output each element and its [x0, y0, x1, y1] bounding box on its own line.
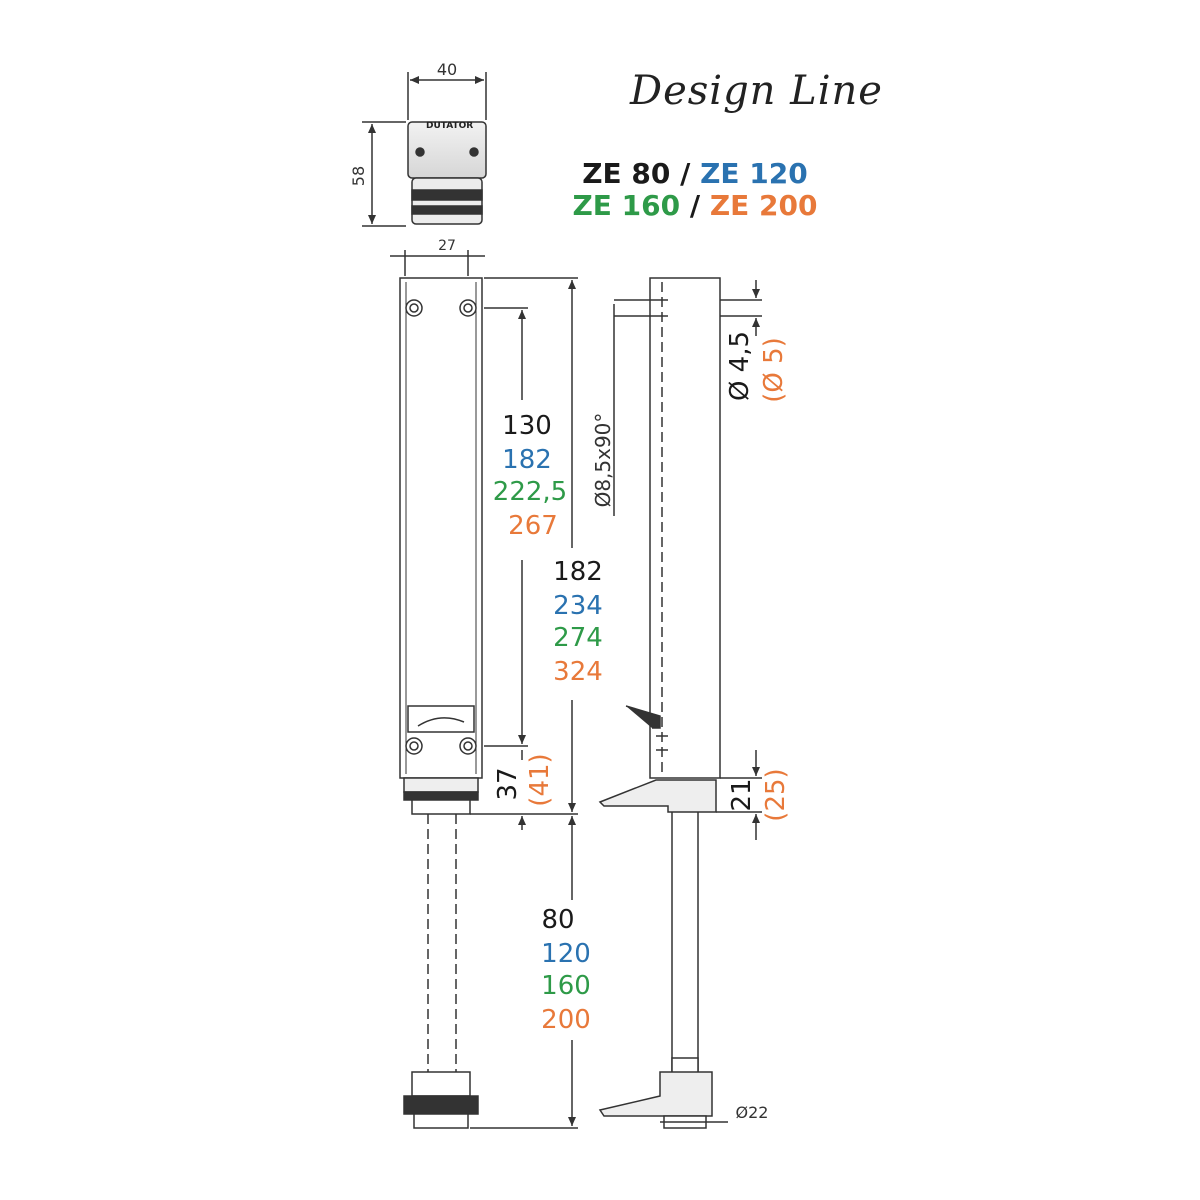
side-body: [649, 277, 721, 779]
travel-ze120: 120: [541, 939, 591, 969]
model-line-1: ZE 80 / ZE 120: [570, 158, 820, 190]
hole-spacing-ze80: 130: [502, 411, 552, 441]
hole-spacing-values: 130 182 222,5 267: [493, 411, 567, 541]
brand-logo: DUTATOR: [426, 121, 473, 131]
model-separator: /: [670, 157, 701, 190]
hole-spacing-ze120: 182: [502, 445, 552, 475]
model-ze200: ZE 200: [709, 189, 818, 222]
body-length-ze80: 182: [553, 557, 603, 587]
head-screw: [415, 147, 425, 157]
top-view: [362, 72, 487, 227]
model-list: ZE 80 / ZE 120 ZE 160 / ZE 200: [570, 158, 820, 222]
dim-top-height: 58: [349, 166, 368, 186]
hole-spacing-ze160: 222,5: [493, 477, 567, 507]
travel-ze80: 80: [541, 905, 574, 935]
mount-hole: [459, 299, 477, 317]
design-line-title: Design Line: [630, 68, 883, 114]
body-length-ze160: 274: [553, 623, 603, 653]
dim-foot-height-alt: (25): [761, 768, 791, 821]
dim-hole-dia: Ø 4,5: [725, 331, 755, 401]
dim-hole-dia-alt: (Ø 5): [759, 337, 789, 403]
model-ze80: ZE 80: [582, 157, 671, 190]
dim-rod-dia: Ø22: [736, 1103, 769, 1122]
side-view: [598, 277, 762, 1129]
mount-hole-inner: [463, 303, 473, 313]
head-screw: [469, 147, 479, 157]
dim-top-width: 40: [437, 60, 457, 79]
front-view: [390, 250, 578, 1129]
model-ze160: ZE 160: [572, 189, 681, 222]
side-lever: [625, 705, 661, 729]
head-stripe: [411, 205, 483, 215]
body-length-ze120: 234: [553, 591, 603, 621]
travel-ze200: 200: [541, 1005, 591, 1035]
foot-grip: [403, 1095, 479, 1115]
collar-lower: [411, 799, 471, 815]
head-base: [411, 177, 483, 225]
collar: [403, 777, 479, 793]
body-length-ze200: 324: [553, 657, 603, 687]
collar-stripe: [403, 791, 479, 801]
model-line-2: ZE 160 / ZE 200: [570, 190, 820, 222]
dim-bottom-offset: 37: [493, 767, 523, 800]
lever-window: [407, 705, 475, 733]
mount-hole: [405, 299, 423, 317]
model-ze120: ZE 120: [700, 157, 808, 190]
mount-hole-inner: [409, 741, 419, 751]
body-outline: [399, 277, 483, 779]
dim-countersink: Ø8,5x90°: [591, 413, 615, 508]
hole-spacing-ze200: 267: [508, 511, 558, 541]
side-foot: [598, 779, 717, 813]
mount-hole: [405, 737, 423, 755]
model-separator: /: [680, 189, 710, 222]
lever-shape: [417, 717, 465, 727]
foot-top: [411, 1071, 471, 1097]
dim-bottom-offset-alt: (41): [525, 753, 555, 806]
head-stripe: [411, 189, 483, 201]
dim-foot-height: 21: [727, 778, 757, 811]
mount-hole-inner: [463, 741, 473, 751]
mount-hole: [459, 737, 477, 755]
side-bottom-foot: [598, 1071, 713, 1117]
foot-base: [413, 1113, 469, 1129]
mount-hole-inner: [409, 303, 419, 313]
body-length-values: 182 234 274 324: [553, 557, 603, 687]
dim-body-width: 27: [438, 238, 456, 254]
travel-values: 80 120 160 200: [541, 905, 591, 1035]
travel-ze160: 160: [541, 971, 591, 1001]
